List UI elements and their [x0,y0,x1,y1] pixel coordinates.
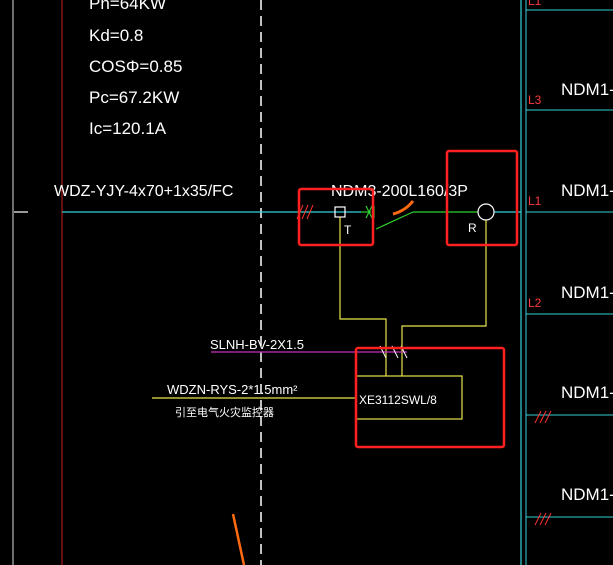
component-t-label: T [344,223,352,237]
load-param-pc: Pc=67.2KW [89,88,179,107]
main-cable-label: WDZ-YJY-4x70+1x35/FC [54,183,233,200]
highlight-box-t [297,187,375,247]
branch-slash-marks [534,410,552,526]
branch-breaker-label: NDM1-6 [561,80,613,99]
load-param-pn: Pn=64KW [89,0,166,13]
phase-label: L1 [528,194,542,208]
highlight-box-r [445,149,519,247]
highlight-box-module [354,346,506,449]
main-breaker-label: NDM3-200L160/3P [331,183,468,200]
fire-cable-label: WDZN-RYS-2*1.5mm² [167,382,298,397]
phase-label: L2 [528,296,542,310]
phase-label: L1 [528,0,542,8]
branch-breaker-label: NDM1-6 [561,283,613,302]
branch-breaker-label: NDM1-6 [561,181,613,200]
branch-breaker-label: NDM1-6 [561,485,613,504]
phase-label: L3 [528,93,542,107]
orange-leader-line [231,513,246,565]
branch-breaker-label: NDM1-6 [561,383,613,402]
fire-cable-note: 引至电气火灾监控器 [175,405,274,419]
load-param-cos: COSΦ=0.85 [89,57,182,76]
load-param-kd: Kd=0.8 [89,26,143,45]
monitor-module-label: XE3112SWL/8 [359,393,437,407]
component-r-label: R [468,221,477,235]
load-param-ic: Ic=120.1A [89,119,167,138]
signal-cable-label: SLNH-BV-2X1.5 [210,337,304,352]
